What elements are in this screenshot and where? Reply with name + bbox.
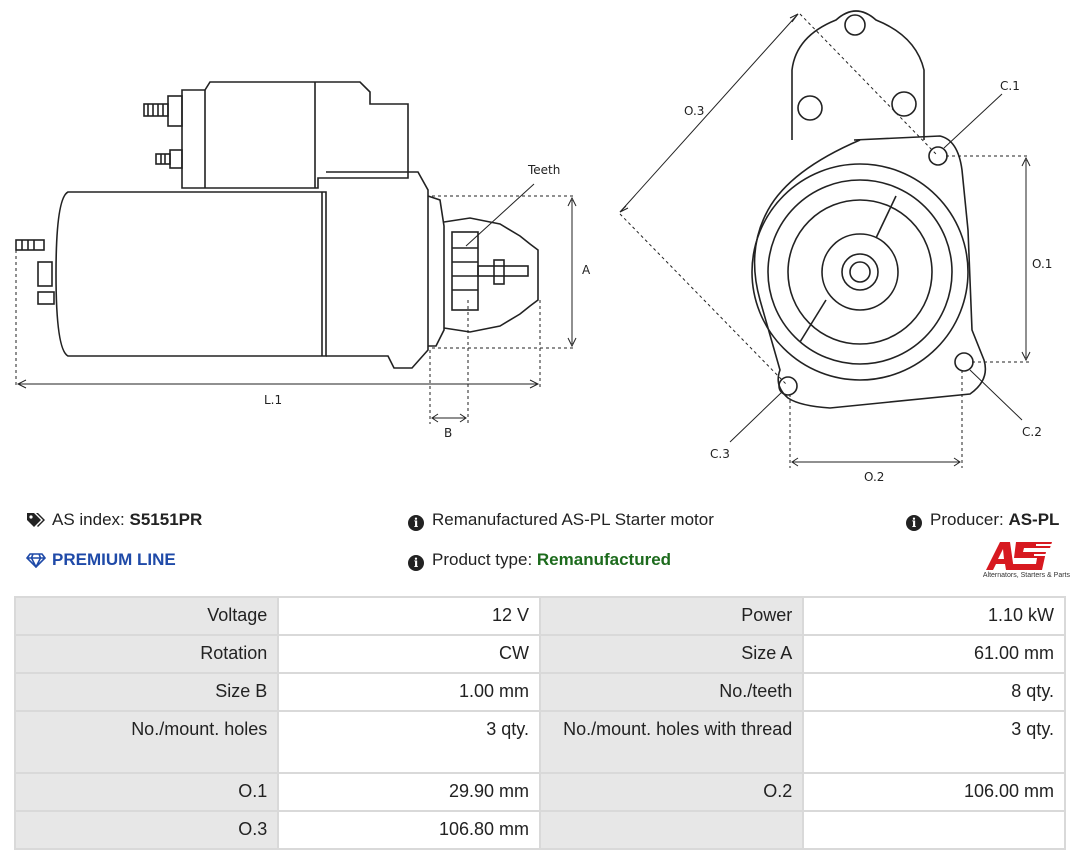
as-logo-mark [986,542,1052,570]
info-icon: i [408,515,424,531]
spec-value: 61.00 mm [802,634,1066,674]
product-type-value: Remanufactured [536,550,672,569]
label-o3: O.3 [684,104,704,118]
spec-label: No./mount. holes with thread [538,710,805,774]
info-icon: i [906,515,922,531]
spec-label [538,810,805,850]
spec-value: 8 qty. [802,672,1066,712]
tags-icon [26,512,46,533]
technical-drawing: Teeth A L.1 B O.3 C.1 O.1 C.2 C.3 O.2 [15,10,1052,484]
spec-label: Size A [538,634,805,674]
drawing-labels: Teeth A L.1 B O.3 C.1 O.1 C.2 C.3 O.2 [264,79,1052,484]
label-l1: L.1 [264,393,282,407]
label-c2: C.2 [1022,425,1042,439]
label-o1: O.1 [1032,257,1052,271]
spec-value: 1.10 kW [802,596,1066,636]
premium-line: PREMIUM LINE [25,550,176,573]
label-c1: C.1 [1000,79,1020,93]
spec-label: O.2 [538,772,805,812]
spec-value: 106.80 mm [277,810,541,850]
spec-value [802,810,1066,850]
spec-value: CW [277,634,541,674]
spec-label: O.3 [13,810,280,850]
spec-label: O.1 [13,772,280,812]
spec-value: 3 qty. [277,710,541,774]
product-type-label: Product type: [432,550,533,569]
spec-value: 3 qty. [802,710,1066,774]
spec-value: 106.00 mm [802,772,1066,812]
producer-label: Producer: [930,510,1004,529]
diamond-icon [25,552,47,573]
side-view [15,81,539,369]
side-view-dimensions [15,183,577,424]
front-view [751,10,987,409]
producer-value: AS-PL [1008,510,1060,529]
spec-label: No./mount. holes [13,710,280,774]
label-a: A [582,263,591,277]
label-teeth: Teeth [527,163,560,177]
as-pl-logo: Alternators, Starters & Parts [964,540,1070,584]
label-b: B [444,426,452,440]
as-index-label: AS index: [52,510,125,529]
spec-label: No./teeth [538,672,805,712]
logo-tagline: Alternators, Starters & Parts [982,572,1070,579]
front-view-dimensions [619,13,1031,468]
label-o2: O.2 [864,470,884,484]
info-icon: i [408,555,424,571]
spec-value: 29.90 mm [277,772,541,812]
spec-label: Rotation [13,634,280,674]
spec-value: 12 V [277,596,541,636]
spec-label: Power [538,596,805,636]
description: i Remanufactured AS-PL Starter motor [408,510,714,531]
as-index-value: S5151PR [129,510,203,529]
label-c3: C.3 [710,447,730,461]
spec-label: Voltage [13,596,280,636]
as-index: AS index: S5151PR [26,510,202,533]
producer: i Producer: AS-PL [906,510,1059,531]
product-type: i Product type: Remanufactured [408,550,671,571]
premium-line-label: PREMIUM LINE [52,550,176,569]
spec-value: 1.00 mm [277,672,541,712]
spec-label: Size B [13,672,280,712]
description-text: Remanufactured AS-PL Starter motor [432,510,714,529]
